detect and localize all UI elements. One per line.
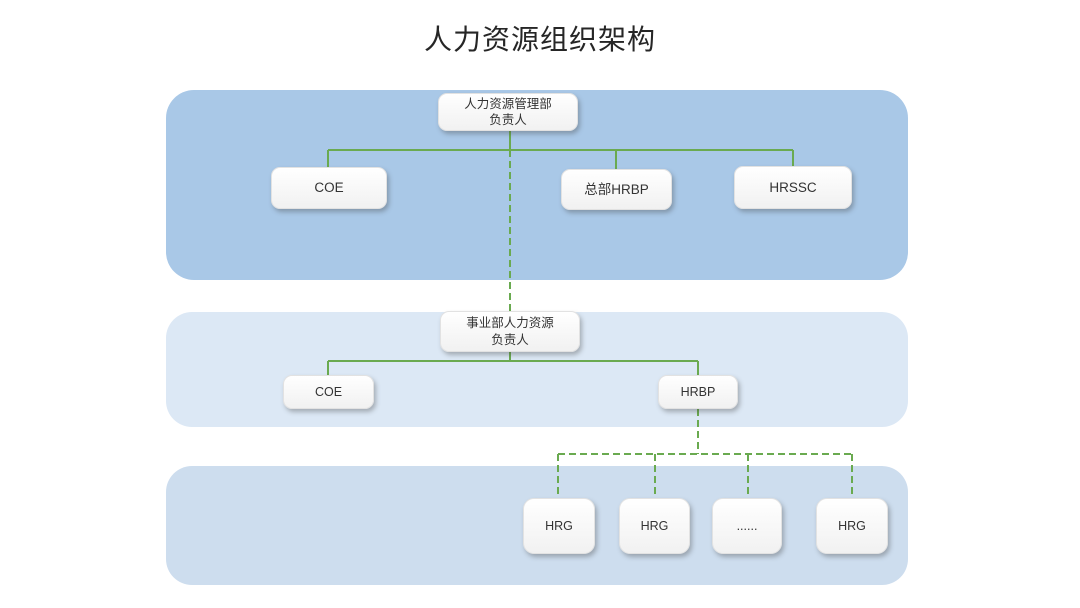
- node-label: COE: [314, 384, 343, 399]
- node-hrbp: HRBP: [658, 375, 738, 409]
- node-hrg-4: HRG: [816, 498, 888, 554]
- node-label: HRG: [640, 518, 669, 533]
- node-label: HRBP: [680, 384, 716, 399]
- node-label: ......: [736, 518, 758, 533]
- node-label: 总部HRBP: [584, 181, 649, 197]
- node-label-line1: 人力资源管理部: [464, 96, 552, 111]
- node-label: COE: [314, 180, 344, 196]
- page-title: 人力资源组织架构: [423, 24, 656, 55]
- node-hrssc: HRSSC: [734, 166, 852, 209]
- node-label-line2: 负责人: [489, 113, 527, 127]
- node-hq-hrbp: 总部HRBP: [561, 169, 672, 210]
- node-label: HRSSC: [769, 179, 817, 195]
- node-hr-management-dept-head: 人力资源管理部 负责人: [438, 93, 578, 131]
- node-hrg-2: HRG: [619, 498, 690, 554]
- node-label: HRG: [838, 518, 866, 533]
- node-label: HRG: [545, 518, 573, 533]
- node-hrg-1: HRG: [523, 498, 595, 554]
- node-hrg-ellipsis: ......: [712, 498, 782, 554]
- node-label-line2: 负责人: [491, 332, 529, 347]
- node-coe-level1: COE: [271, 167, 387, 209]
- node-label-line1: 事业部人力资源: [466, 316, 554, 331]
- node-bu-hr-head: 事业部人力资源 负责人: [440, 311, 580, 352]
- node-coe-level2: COE: [283, 375, 374, 409]
